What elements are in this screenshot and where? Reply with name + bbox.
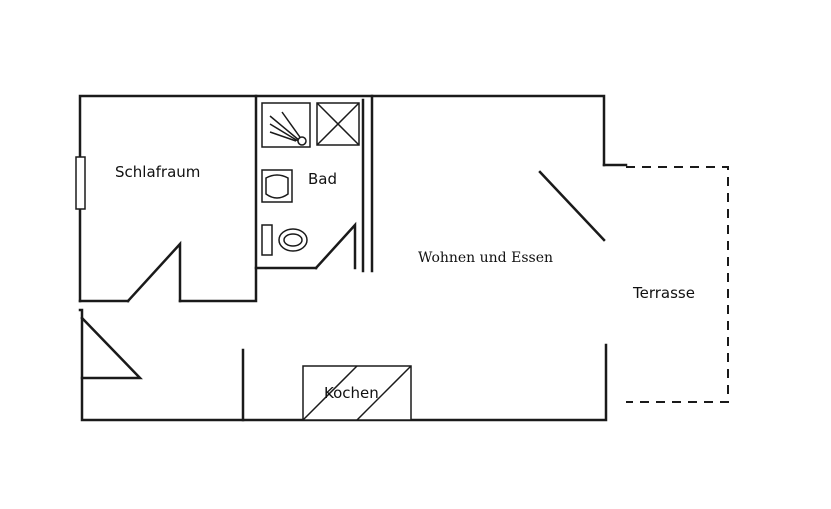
toilet: [261, 224, 308, 256]
label-wohnen-und-essen: Wohnen und Essen: [418, 250, 553, 266]
washbasin: [261, 169, 293, 203]
bedroom-window: [75, 156, 86, 210]
terrace-outline: [626, 166, 729, 403]
closet: [316, 102, 360, 146]
label-terrasse: Terrasse: [633, 284, 695, 302]
bedroom-partition: [78, 94, 258, 303]
kitchen-walls: [241, 348, 412, 422]
shower-tray: [261, 102, 311, 148]
bathroom-walls: [254, 94, 374, 273]
terrace-door: [538, 170, 606, 242]
label-kochen: Kochen: [324, 384, 379, 402]
label-bad: Bad: [308, 170, 338, 188]
label-schlafraum: Schlafraum: [115, 163, 201, 181]
entry-door: [80, 316, 143, 380]
